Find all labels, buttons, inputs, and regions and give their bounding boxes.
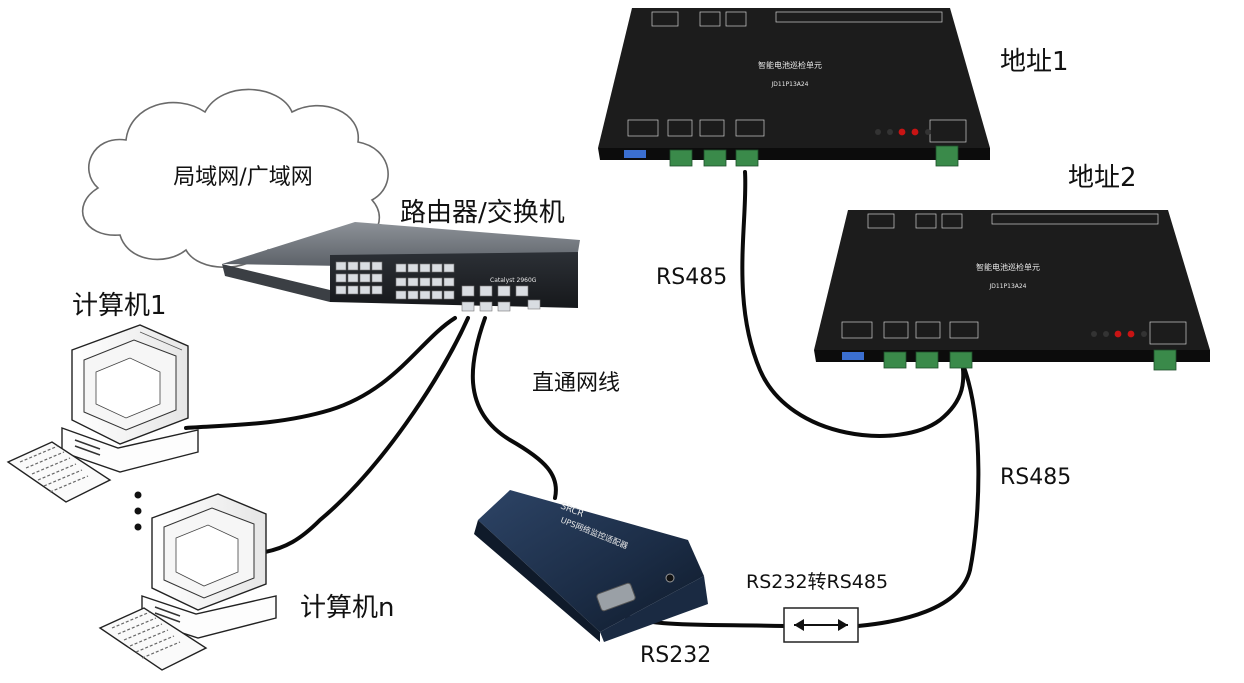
rs485-lower-label: RS485 bbox=[1000, 465, 1071, 490]
power-jack bbox=[665, 573, 675, 583]
rs232-label: RS232 bbox=[640, 643, 711, 668]
ellipsis-icon bbox=[134, 491, 142, 531]
unit-top-terminals bbox=[867, 213, 1159, 229]
db9-connector bbox=[596, 582, 636, 612]
adapter-end bbox=[600, 576, 708, 642]
unit-top bbox=[598, 8, 990, 148]
monitor bbox=[71, 324, 189, 445]
unit-1-model: JD11P13A24 bbox=[770, 81, 808, 88]
unit-front bbox=[598, 148, 990, 160]
unit-2-title: 智能电池巡检单元 bbox=[976, 262, 1040, 272]
keyboard bbox=[98, 607, 208, 671]
rs485-upper-label: RS485 bbox=[656, 265, 727, 290]
unit-2-address: 地址2 bbox=[1068, 163, 1137, 193]
converter-label: RS232转RS485 bbox=[746, 571, 888, 593]
rs232-rs485-converter: RS232转RS485 bbox=[746, 571, 888, 643]
computer-1-label: 计算机1 bbox=[72, 291, 167, 321]
router-left-side bbox=[222, 264, 330, 302]
router-model-text: Catalyst 2960G bbox=[490, 277, 537, 284]
cloud: 局域网/广域网 bbox=[81, 88, 389, 268]
keyboard bbox=[6, 441, 112, 503]
computer-1: 计算机1 bbox=[6, 291, 199, 503]
router-switch: Catalyst 2960G 路由器/交换机 bbox=[222, 198, 580, 312]
unit-leds bbox=[1091, 330, 1147, 338]
cable-router-pc1 bbox=[184, 316, 457, 430]
router-label: 路由器/交换机 bbox=[400, 198, 565, 228]
router-ports bbox=[335, 261, 541, 312]
unit-top-terminals bbox=[651, 11, 943, 27]
arrow-right-icon bbox=[838, 619, 848, 631]
ups-adapter: SRCR UPS网络监控适配器 直通网线 bbox=[474, 371, 708, 642]
unit-2-model: JD11P13A24 bbox=[988, 283, 1026, 290]
adapter-front bbox=[474, 520, 600, 642]
cables bbox=[184, 170, 981, 628]
cable-router-adapter bbox=[470, 316, 558, 500]
unit-1-title: 智能电池巡检单元 bbox=[758, 60, 822, 70]
adapter-top bbox=[478, 490, 704, 632]
unit-leds bbox=[875, 128, 931, 136]
unit-top bbox=[814, 210, 1210, 350]
cable-router-pcn bbox=[263, 316, 470, 554]
battery-unit-2: 智能电池巡检单元 JD11P13A24 地址2 bbox=[814, 163, 1210, 371]
cloud-label: 局域网/广域网 bbox=[173, 165, 312, 190]
cable-unit2-converter bbox=[856, 360, 981, 628]
computer-n: 计算机n bbox=[98, 493, 394, 671]
green-terminals bbox=[669, 145, 959, 167]
arrow-left-icon bbox=[794, 619, 804, 631]
unit-front-labels bbox=[841, 321, 1187, 345]
green-terminals bbox=[883, 349, 1177, 371]
dip-switch bbox=[842, 352, 864, 360]
computer-n-label: 计算机n bbox=[300, 593, 394, 623]
unit-1-address: 地址1 bbox=[1000, 47, 1069, 77]
dip-switch bbox=[624, 150, 646, 158]
cable-unit1-unit2 bbox=[740, 170, 966, 438]
monitor bbox=[151, 493, 267, 611]
adapter-label: 直通网线 bbox=[532, 371, 620, 396]
battery-unit-1: 智能电池巡检单元 JD11P13A24 地址1 bbox=[598, 8, 1069, 167]
unit-front bbox=[814, 350, 1210, 362]
